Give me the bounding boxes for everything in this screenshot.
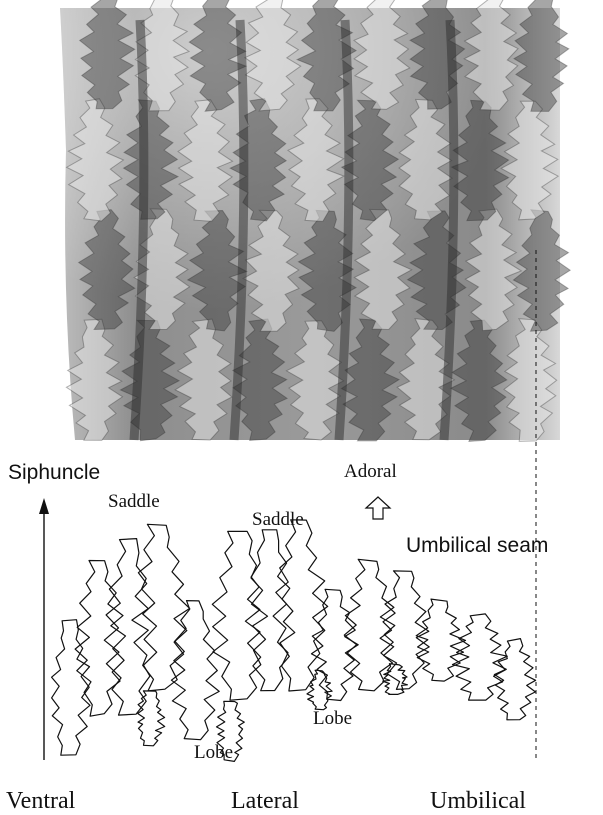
lateral-label: Lateral: [231, 788, 299, 814]
suture-frond: [171, 601, 219, 740]
lobe-center-label: Lobe: [194, 742, 233, 763]
suture-frond: [416, 599, 465, 681]
suture-lobe: [307, 670, 332, 710]
suture-frond: [132, 524, 190, 691]
suture-frond: [75, 561, 125, 717]
saddle-left-label: Saddle: [108, 491, 160, 512]
fossil-photograph: [60, 0, 570, 441]
adoral-label: Adoral: [344, 461, 397, 482]
siphuncle-label: Siphuncle: [8, 461, 100, 484]
suture-frond: [52, 620, 90, 756]
suture-pattern-texture: [66, 0, 570, 441]
ventral-label: Ventral: [6, 788, 76, 814]
suture-frond: [312, 589, 359, 700]
saddle-center-label: Saddle: [252, 509, 304, 530]
suture-frond: [212, 531, 267, 700]
suture-lobe: [138, 691, 165, 746]
umbilical-label: Umbilical: [430, 788, 526, 814]
suture-frond: [245, 530, 294, 691]
lobe-right-label: Lobe: [313, 708, 352, 729]
siphuncle-arrow-icon: [39, 498, 49, 760]
suture-frond: [494, 639, 535, 720]
umbilical-seam-label: Umbilical seam: [406, 534, 548, 557]
hollow-up-arrow-icon: [366, 497, 390, 519]
